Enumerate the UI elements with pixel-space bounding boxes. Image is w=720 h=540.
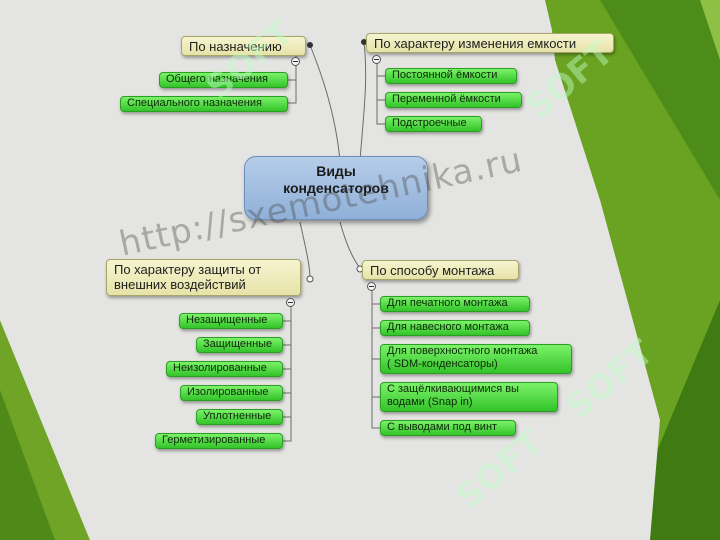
leaf-mounting-printed-label: Для печатного монтажа: [387, 297, 508, 309]
collapse-toggle-mounting[interactable]: [367, 282, 376, 291]
leaf-mounting-snap-in-line2: водами (Snap in): [387, 396, 473, 408]
leaf-mounting-printed: Для печатного монтажа: [380, 296, 530, 312]
branch-protection-line1: По характеру защиты от: [114, 262, 262, 277]
branch-purpose: По назначению: [181, 36, 306, 56]
leaf-capacity-variable: Переменной ёмкости: [385, 92, 522, 108]
collapse-toggle-purpose[interactable]: [291, 57, 300, 66]
leaf-mounting-surface-wire: Для навесного монтажа: [380, 320, 530, 336]
leaf-mounting-snap-in: С защёлкивающимися вы водами (Snap in): [380, 382, 558, 412]
leaf-mounting-smd-line2: ( SDM-конденсаторы): [387, 358, 498, 370]
branch-mounting: По способу монтажа: [362, 260, 519, 280]
leaf-mounting-screw-label: С выводами под винт: [387, 421, 498, 433]
branch-protection-line2: внешних воздействий: [114, 277, 246, 292]
leaf-mounting-surface-wire-label: Для навесного монтажа: [387, 321, 509, 333]
leaf-purpose-general: Общего назначения: [159, 72, 288, 88]
leaf-protection-insulated: Изолированные: [180, 385, 283, 401]
leaf-mounting-snap-in-line1: С защёлкивающимися вы: [387, 383, 519, 395]
leaf-protection-sealed: Уплотненные: [196, 409, 283, 425]
leaf-capacity-trimmer: Подстроечные: [385, 116, 482, 132]
leaf-mounting-smd-line1: Для поверхностного монтажа: [387, 345, 538, 357]
leaf-capacity-fixed: Постоянной ёмкости: [385, 68, 517, 84]
branch-protection: По характеру защиты от внешних воздейств…: [106, 259, 301, 296]
leaf-protection-unprotected: Незащищенные: [179, 313, 283, 329]
leaf-protection-protected: Защищенные: [196, 337, 283, 353]
center-label-line1: Виды: [316, 163, 356, 179]
leaf-protection-hermetic: Герметизированные: [155, 433, 283, 449]
leaf-purpose-special: Специального назначения: [120, 96, 288, 112]
leaf-protection-uninsulated: Неизолированные: [166, 361, 283, 377]
leaf-mounting-screw: С выводами под винт: [380, 420, 516, 436]
branch-capacity: По характеру изменения емкости: [366, 33, 614, 53]
collapse-toggle-protection[interactable]: [286, 298, 295, 307]
leaf-mounting-smd: Для поверхностного монтажа ( SDM-конденс…: [380, 344, 572, 374]
center-label-line2: конденсаторов: [283, 180, 389, 196]
center-node: Виды конденсаторов: [244, 156, 428, 220]
collapse-toggle-capacity[interactable]: [372, 55, 381, 64]
